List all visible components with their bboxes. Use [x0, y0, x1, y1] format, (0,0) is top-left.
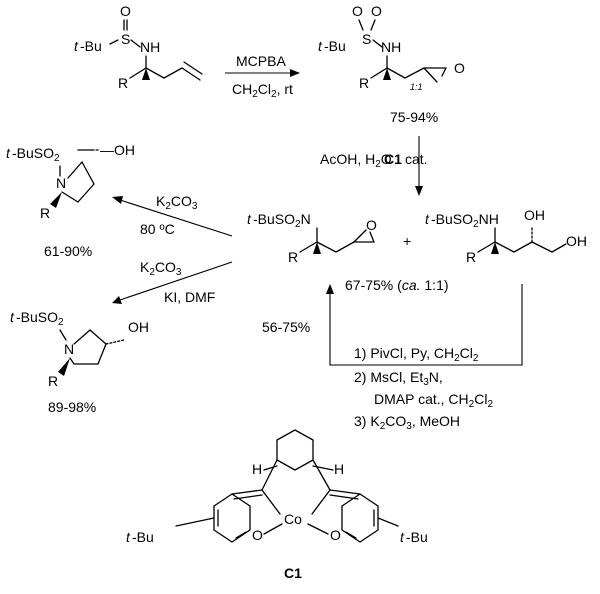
step2-yield: 67-75% (ca. 1:1): [345, 277, 449, 293]
arrow-step1: MCPBA CH2Cl2, rt: [225, 53, 300, 100]
tbu-t4: t: [425, 211, 430, 227]
step5-yield: 56-75%: [262, 319, 310, 335]
step3-reagent-bottom: 80 ºC: [140, 221, 175, 237]
step3-reagent-top: K2CO3: [156, 193, 198, 212]
tbu-t: t: [74, 38, 79, 54]
arrow-step4: K2CO3 KI, DMF: [112, 259, 233, 305]
atom-r5: R: [40, 205, 50, 221]
atom-n-aze: N: [56, 175, 66, 191]
step3-yield: 61-90%: [44, 243, 92, 259]
atom-o-right: O: [330, 527, 341, 543]
diol-product: t -BuSO2NH R OH OH: [425, 207, 587, 265]
atom-n-pyr: N: [64, 341, 74, 357]
atom-ch2oh: —OH: [100, 142, 135, 158]
step4-reagent-top: K2CO3: [140, 259, 182, 278]
atom-h-right: H: [334, 461, 344, 477]
step2-reagent: AcOH, H2O: [320, 151, 392, 170]
atom-r: R: [118, 75, 128, 91]
catalyst-c1-structure: H H Co O t -Bu O t -Bu C1: [126, 429, 428, 581]
pyrrolidine-tbuso2: -BuSO2: [16, 309, 64, 328]
tbu-label7: -Bu: [132, 529, 154, 545]
atom-o-left: O: [252, 527, 263, 543]
atom-s: S: [121, 31, 130, 47]
middle-tbuso2: -BuSO2N: [253, 211, 311, 230]
atom-s2: S: [362, 31, 371, 47]
arrow-step5: 56-75% 1) PivCl, Py, CH2Cl2 2) MsCl, Et3…: [262, 284, 523, 432]
atom-oh1: OH: [524, 207, 545, 223]
atom-r6: R: [48, 373, 58, 389]
tbu-label8: -Bu: [406, 529, 428, 545]
atom-r3: R: [288, 249, 298, 265]
ratio-label: 1:1: [410, 82, 423, 92]
atom-r2: R: [359, 75, 369, 91]
tbu-label: -Bu: [80, 38, 102, 54]
atom-o2: O: [371, 3, 382, 19]
atom-o-epox2: O: [366, 217, 377, 233]
atom-co: Co: [284, 511, 302, 527]
atom-o-epox: O: [454, 60, 465, 76]
pyrrolidine-product: t -BuSO2 N OH R 89-98%: [10, 309, 149, 415]
tbu-t5: t: [6, 145, 11, 161]
azetidine-tbuso2: -BuSO2: [12, 145, 60, 164]
step1-reagent-bottom: CH2Cl2, rt: [232, 81, 293, 100]
atom-h-left: H: [252, 461, 262, 477]
product-epoxide-sulfonamide: O O S t -Bu NH R 1:1 O 75-94%: [318, 3, 465, 125]
tbu-t8: t: [400, 529, 405, 545]
plus-sign: +: [403, 233, 411, 249]
middle-epoxide: t -BuSO2N R O +: [247, 211, 411, 265]
step5-line4: 3) K2CO3, MeOH: [354, 413, 460, 432]
step5-line1: 1) PivCl, Py, CH2Cl2: [354, 345, 479, 364]
diol-tbuso2: -BuSO2NH: [431, 211, 499, 230]
tbu-t7: t: [126, 529, 131, 545]
atom-r4: R: [466, 249, 476, 265]
tbu-label2: -Bu: [324, 38, 346, 54]
step5-line3: DMAP cat., CH2Cl2: [374, 391, 493, 410]
atom-o: O: [120, 3, 131, 19]
step2-catalyst-suffix: cat.: [405, 151, 428, 167]
atom-o1: O: [352, 3, 363, 19]
step2-catalyst: C1: [384, 151, 402, 167]
arrow-step2: AcOH, H2O C1 cat.: [320, 136, 428, 196]
atom-nh2: NH: [381, 39, 401, 55]
step5-line2: 2) MsCl, Et3N,: [354, 369, 443, 388]
step4-yield: 89-98%: [48, 399, 96, 415]
step1-yield: 75-94%: [390, 109, 438, 125]
starting-sulfinamide: O S t -Bu NH R: [74, 3, 203, 91]
atom-oh3: OH: [128, 319, 149, 335]
catalyst-label: C1: [284, 565, 302, 581]
tbu-t6: t: [10, 309, 15, 325]
atom-oh2: OH: [566, 233, 587, 249]
tbu-t3: t: [247, 211, 252, 227]
step1-reagent-top: MCPBA: [236, 53, 286, 69]
step4-reagent-bottom: KI, DMF: [164, 289, 215, 305]
azetidine-product: t -BuSO2 —OH N R 61-90%: [6, 142, 135, 259]
atom-nh: NH: [140, 39, 160, 55]
arrow-step3: K2CO3 80 ºC: [112, 193, 233, 237]
tbu-t2: t: [318, 38, 323, 54]
